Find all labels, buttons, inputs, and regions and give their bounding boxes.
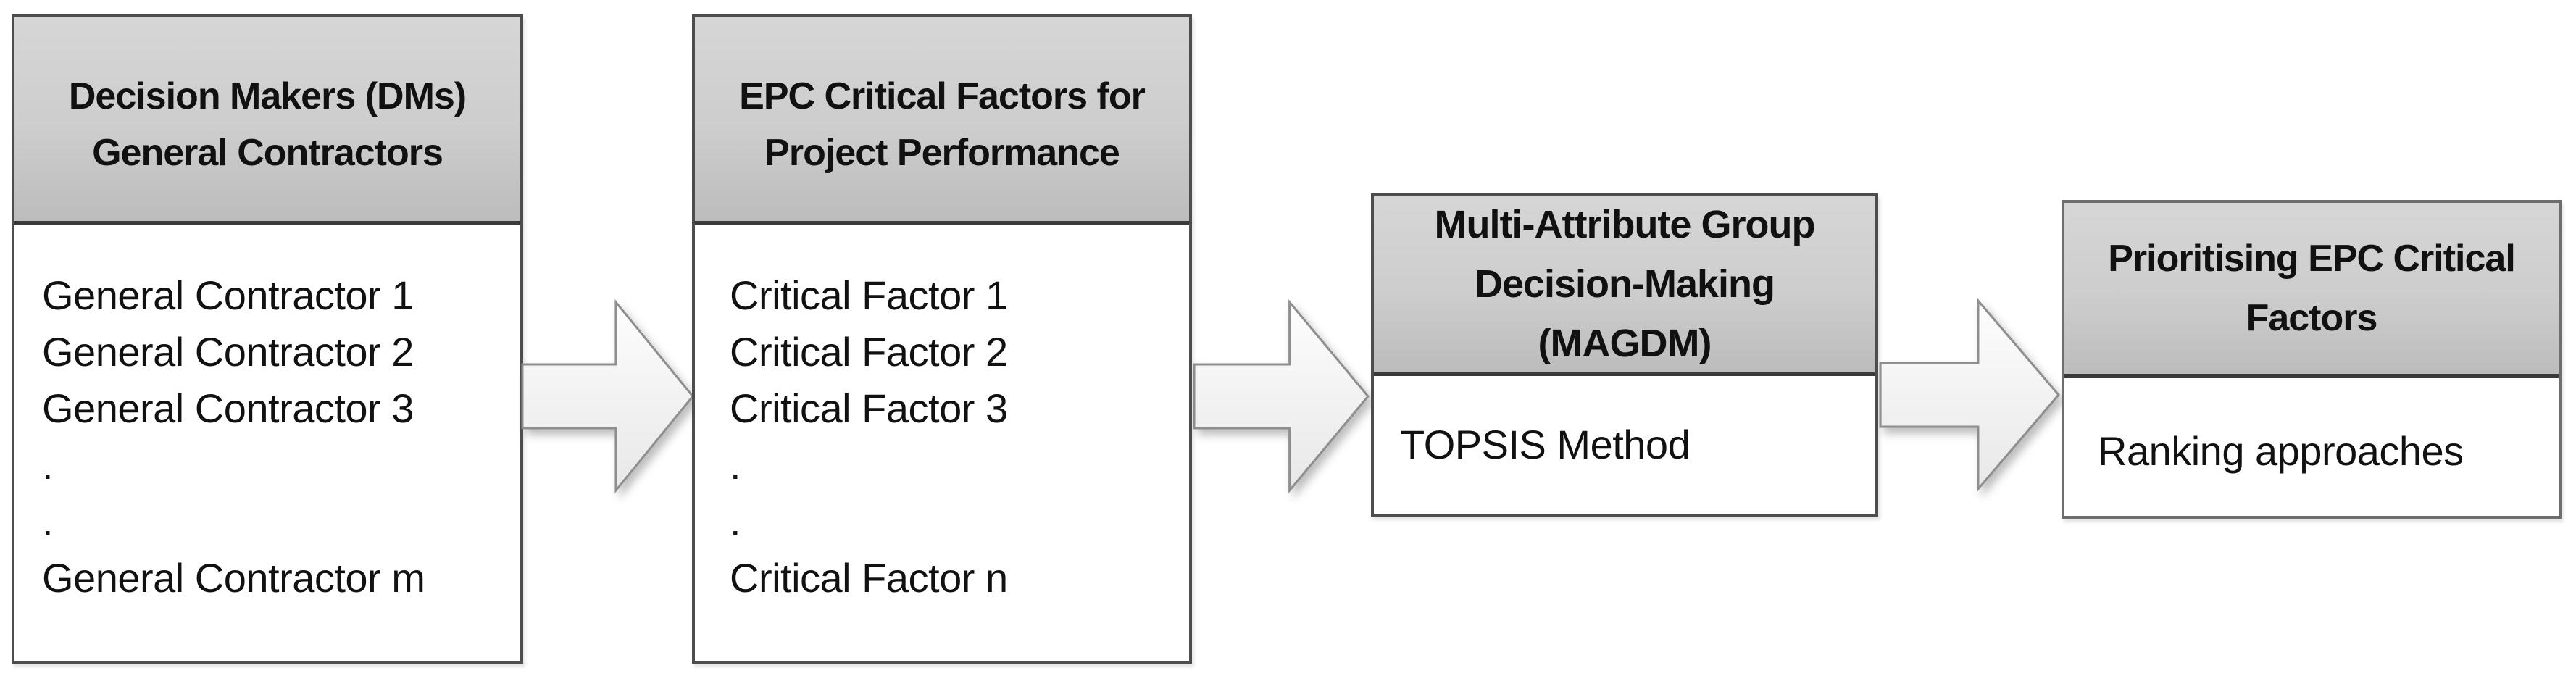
list-line: General Contractor 2 [42, 329, 414, 375]
ellipsis-dot: . [730, 498, 741, 544]
box-prioritising-header: Prioritising EPC Critical Factors [2064, 203, 2559, 378]
box-decision-makers: Decision Makers (DMs) General Contractor… [12, 14, 523, 664]
list-line: Ranking approaches [2098, 428, 2464, 474]
flow-arrow-right-icon [521, 298, 694, 494]
ellipsis-dot: . [730, 442, 741, 488]
list-line: Critical Factor 3 [730, 385, 1008, 431]
flow-arrow-right-icon [1879, 297, 2060, 493]
box-header-line: (MAGDM) [1538, 322, 1712, 365]
box-header-line: Decision-Making [1474, 262, 1775, 306]
ellipsis-dot: . [42, 498, 54, 544]
list-line: Critical Factor 2 [730, 329, 1008, 375]
box-header-line: Factors [2246, 297, 2378, 339]
box-header-line: Prioritising EPC Critical [2108, 238, 2516, 280]
box-magdm-body: TOPSIS Method [1374, 376, 1875, 514]
box-prioritising-epc-critical-factors: Prioritising EPC Critical Factors Rankin… [2062, 200, 2562, 519]
box-header-line: EPC Critical Factors for [739, 75, 1146, 117]
box-epc-critical-factors: EPC Critical Factors for Project Perform… [692, 14, 1192, 664]
ellipsis-dot: . [42, 442, 54, 488]
box-header-line: Decision Makers (DMs) [68, 75, 467, 117]
flow-arrow-right-icon [1193, 298, 1370, 494]
box-decision-makers-body: General Contractor 1 General Contractor … [14, 225, 520, 661]
box-header-line: General Contractors [92, 131, 443, 174]
box-decision-makers-header: Decision Makers (DMs) General Contractor… [14, 17, 520, 225]
list-line: TOPSIS Method [1400, 422, 1691, 467]
box-epc-critical-factors-body: Critical Factor 1 Critical Factor 2 Crit… [695, 225, 1189, 661]
box-epc-critical-factors-header: EPC Critical Factors for Project Perform… [695, 17, 1189, 225]
box-header-line: Multi-Attribute Group [1434, 203, 1816, 246]
list-line: General Contractor 1 [42, 272, 414, 318]
box-magdm-header: Multi-Attribute Group Decision-Making (M… [1374, 196, 1875, 376]
list-line: Critical Factor n [730, 555, 1008, 601]
list-line: General Contractor 3 [42, 385, 414, 431]
box-magdm: Multi-Attribute Group Decision-Making (M… [1371, 193, 1878, 517]
box-prioritising-body: Ranking approaches [2064, 378, 2559, 516]
list-line: Critical Factor 1 [730, 272, 1008, 318]
box-header-line: Project Performance [764, 131, 1120, 174]
list-line: General Contractor m [42, 555, 425, 601]
